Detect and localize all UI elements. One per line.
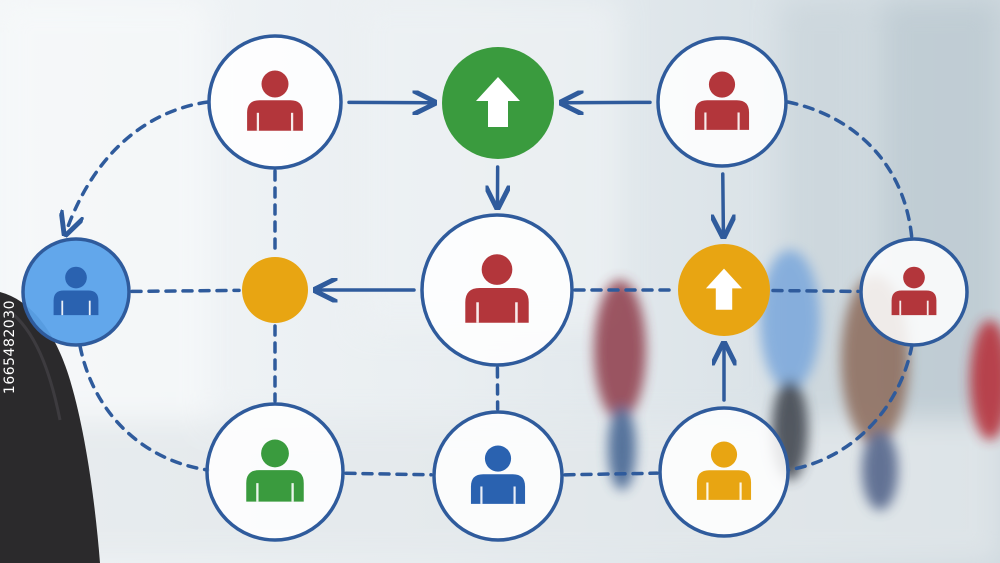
person-far-left-person-icon [21, 237, 131, 347]
edge-person-far-right-to-person-bottom-right [786, 343, 914, 472]
diagram-nodes [21, 34, 969, 542]
jacket-shoulder [0, 292, 100, 563]
person-head [65, 266, 87, 289]
person-body [53, 290, 99, 316]
hub-yellow-dot [242, 257, 308, 323]
person-head [484, 445, 512, 472]
stock-id-label: 1665482030 [2, 300, 18, 395]
edge-person-top-right-to-arrow-right-center [723, 172, 724, 234]
person-head [261, 70, 289, 98]
edge-arrow-right-center-to-person-far-right [771, 288, 860, 294]
blurred-pedestrians [594, 250, 1000, 510]
up-arrow-icon [476, 77, 520, 127]
person-bottom-left-person-icon [205, 402, 345, 542]
person-bottom-right-person-icon [658, 406, 790, 538]
edge-person-far-left-to-hub-yellow [130, 288, 241, 294]
arrow-top-center-up-arrow-icon [442, 47, 554, 159]
person-body [246, 470, 304, 502]
person-body [694, 100, 750, 130]
node-circle [242, 257, 308, 323]
person-head [261, 439, 289, 468]
person-top-left-person-icon [207, 34, 343, 170]
person-body [696, 470, 752, 500]
edge-person-far-left-to-person-bottom-left [78, 344, 210, 472]
person-center-person-icon [420, 213, 574, 367]
person-body [470, 474, 526, 504]
connection-lines [66, 100, 914, 477]
person-head [481, 254, 513, 285]
up-arrow-icon [705, 268, 743, 310]
person-head [710, 441, 738, 468]
person-far-right-person-icon [859, 237, 969, 347]
person-top-right-person-icon [656, 36, 788, 168]
person-head [708, 71, 736, 98]
person-body [465, 287, 529, 323]
person-body [247, 100, 303, 131]
person-bottom-center-person-icon [432, 410, 564, 542]
edge-person-bottom-center-to-person-bottom-right [563, 471, 659, 477]
arrow-right-center-up-arrow-icon [678, 244, 770, 336]
edge-person-top-right-to-person-far-right [786, 100, 914, 242]
edge-person-top-left-to-person-far-left [66, 100, 210, 232]
person-head [903, 266, 925, 289]
edge-person-bottom-left-to-person-bottom-center [344, 471, 433, 477]
person-body [891, 290, 937, 316]
